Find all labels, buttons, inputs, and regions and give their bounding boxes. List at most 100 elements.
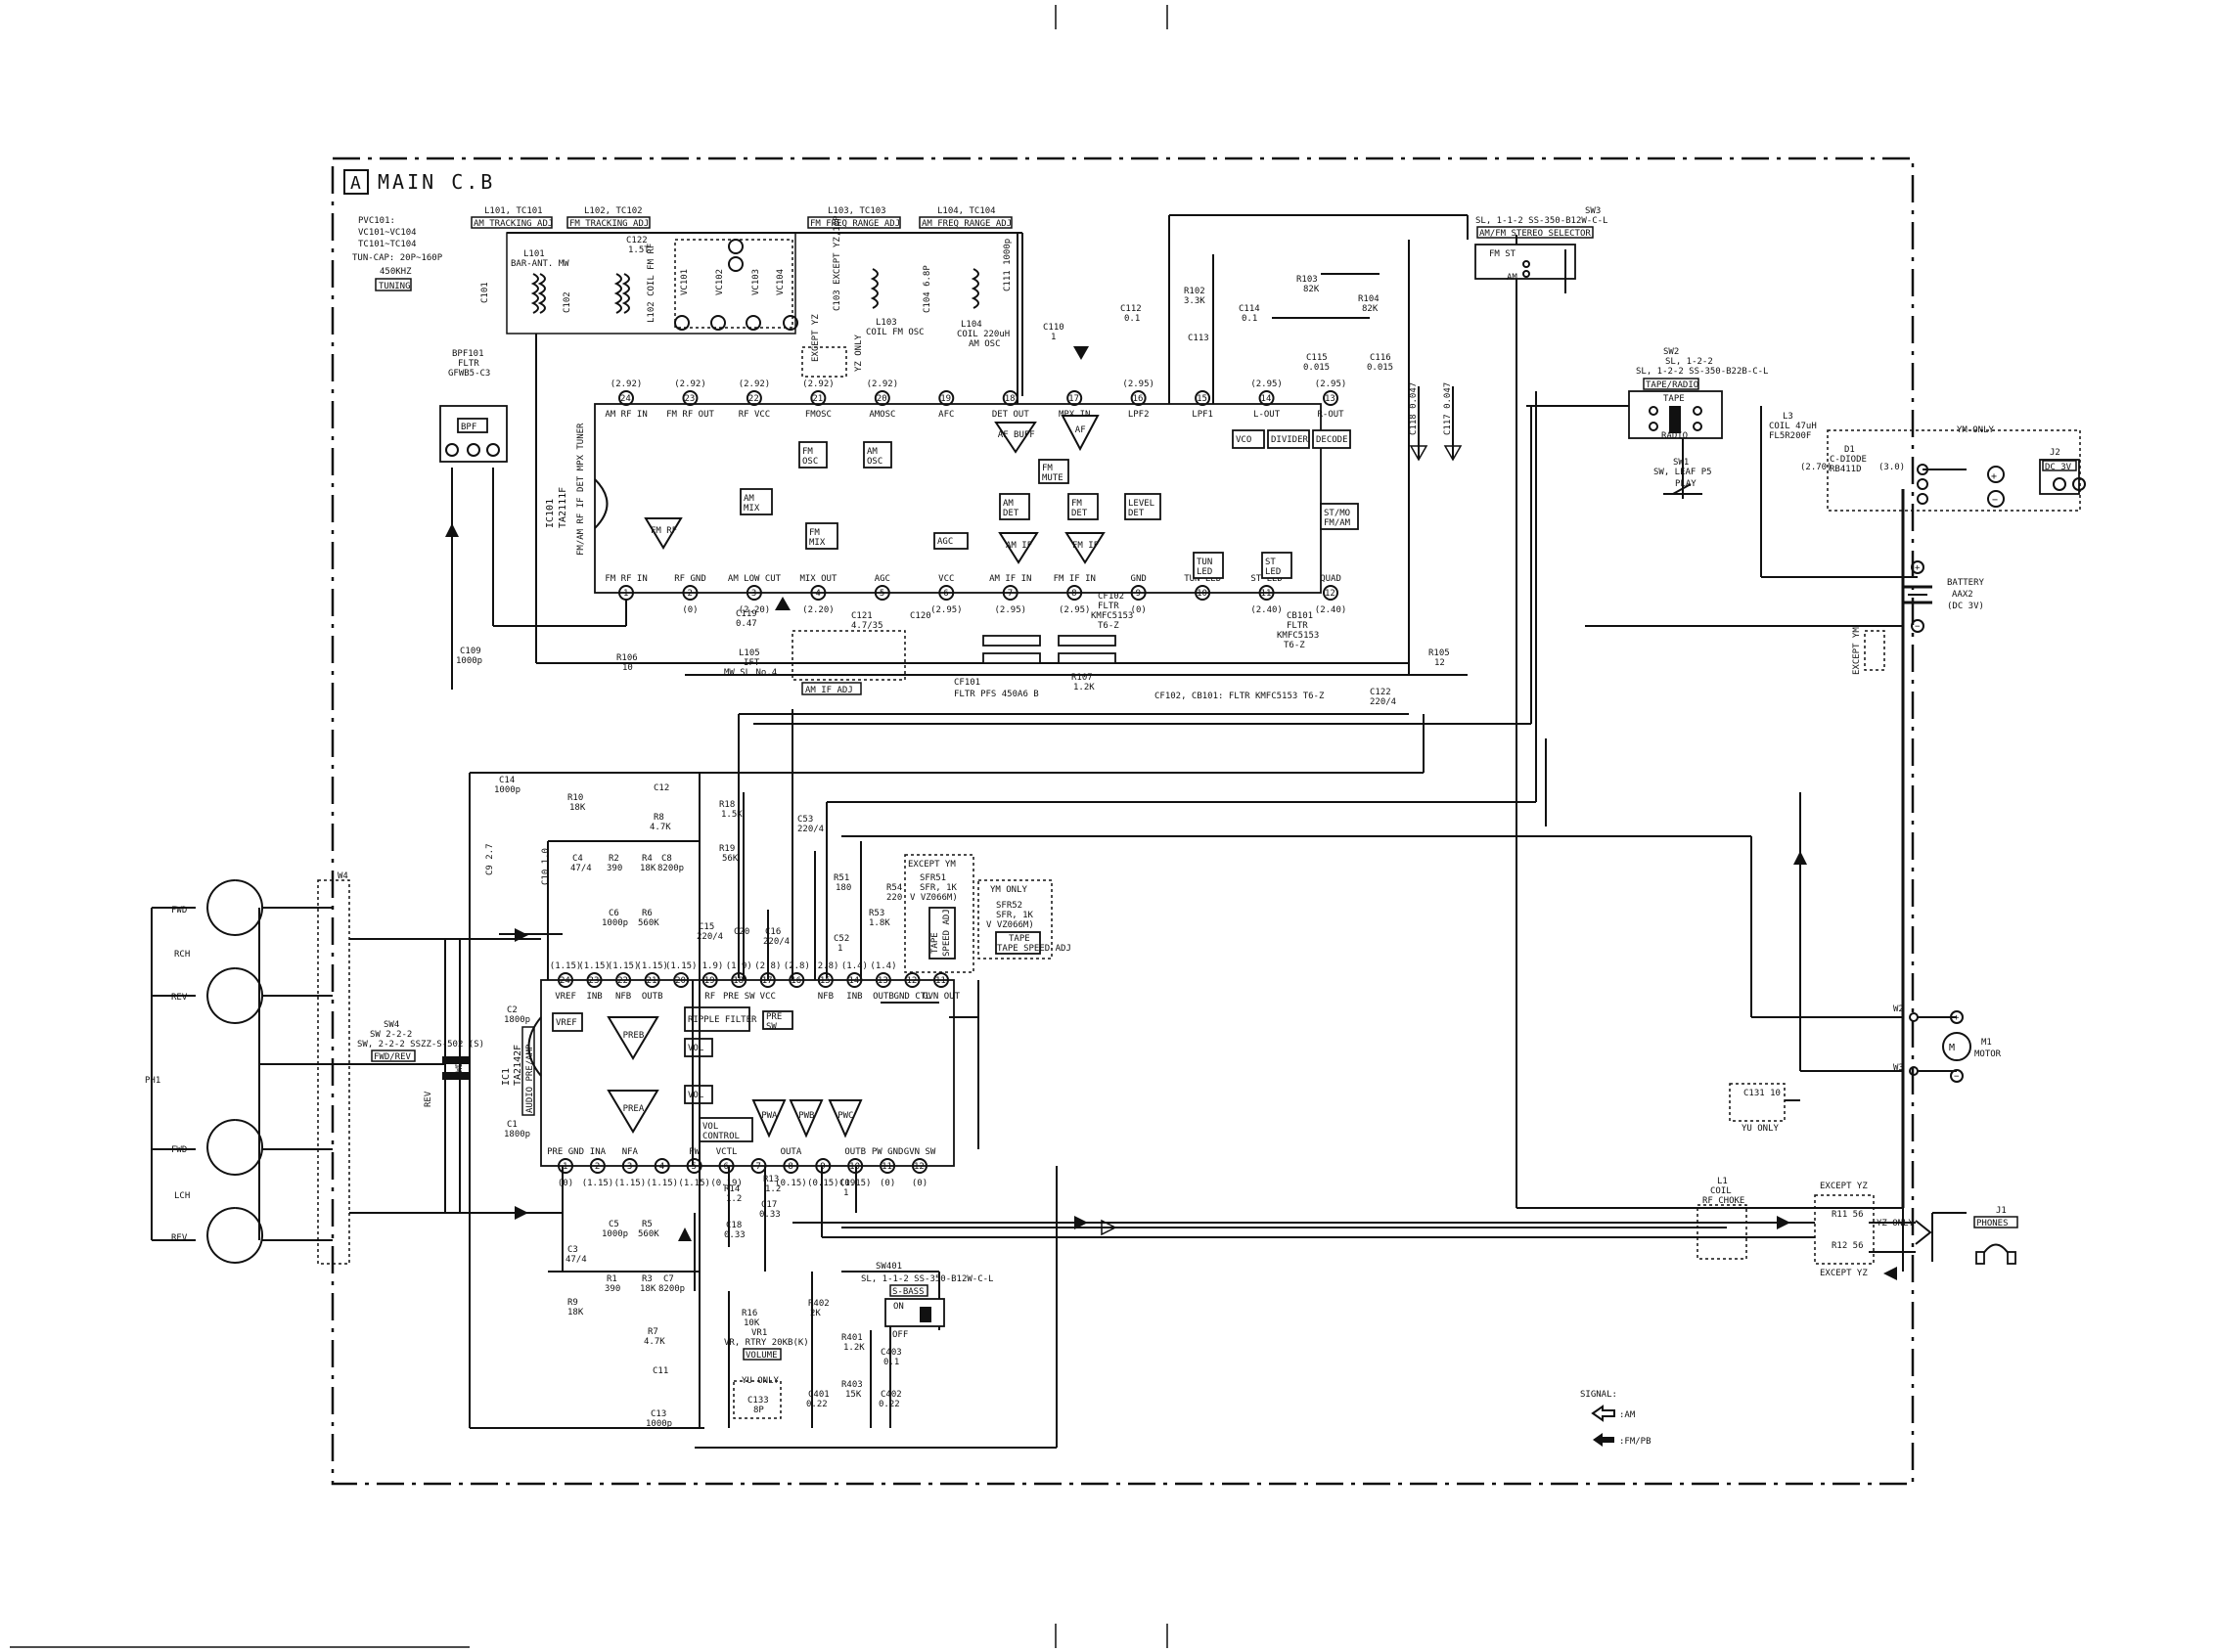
svg-text:YZ ONLY: YZ ONLY <box>854 334 864 372</box>
ic101-pin-voltage: (2.95) <box>1122 380 1154 389</box>
svg-text:MW SL No.4: MW SL No.4 <box>724 668 777 678</box>
ic101-block: AGC <box>933 532 969 550</box>
svg-text:1.5K: 1.5K <box>721 810 743 820</box>
svg-text:C101: C101 <box>480 282 490 303</box>
board-outline <box>331 156 1915 1486</box>
legend-am-arrow <box>1591 1405 1615 1422</box>
ic1-pin-voltage: (0.19) <box>710 1179 743 1188</box>
svg-text:12: 12 <box>1434 658 1445 668</box>
signal-arrows <box>445 346 1897 1280</box>
sw2-label: SW2 <box>1663 347 1679 357</box>
svg-text:1: 1 <box>843 1188 848 1198</box>
svg-text:47/4: 47/4 <box>566 1255 587 1265</box>
ic1-pin-voltage: (1.15) <box>678 1179 710 1188</box>
sw1-label: SW1 <box>1673 458 1689 468</box>
ic1-pin-name: RF <box>704 992 715 1002</box>
svg-text:C131 10: C131 10 <box>1743 1089 1781 1098</box>
svg-text:C3: C3 <box>567 1245 578 1255</box>
ic1: IC1 TA2142F AUDIO PRE/AMP 24VREF(1.15)23… <box>501 961 961 1188</box>
sw2-function: TAPE/RADIO <box>1646 380 1698 390</box>
svg-text:C4: C4 <box>572 854 583 864</box>
svg-text:R103: R103 <box>1296 275 1318 285</box>
ym-only-label: YM ONLY <box>1957 425 1995 435</box>
ic1-pin-name: PW GND <box>872 1147 904 1157</box>
ic1-pin-name: OUTB <box>642 992 663 1002</box>
ic101-pin-name: RF VCC <box>739 410 771 420</box>
svg-text:1.2: 1.2 <box>726 1194 742 1204</box>
sw4-desc-1: SW 2-2-2 <box>370 1030 412 1040</box>
ic1-block: PWB <box>789 1099 824 1139</box>
sw3-desc: SL, 1-1-2 SS-350-B12W-C-L <box>1475 216 1607 226</box>
svg-text:4.7/35: 4.7/35 <box>851 621 883 631</box>
ic101-label: IC101 <box>545 499 556 528</box>
svg-text:1: 1 <box>837 944 842 954</box>
sw2-desc-1: SL, 1-2-2 <box>1665 357 1713 367</box>
svg-text:8200p: 8200p <box>658 1284 685 1294</box>
sfr52-adj: TAPE SPEED ADJ <box>997 944 1071 954</box>
svg-text:BPF: BPF <box>461 423 476 432</box>
ic1-pin-name: PRE GND <box>547 1147 584 1157</box>
svg-text:0.33: 0.33 <box>724 1230 746 1240</box>
svg-text:MUTE: MUTE <box>1042 473 1063 483</box>
ic101-pin-13: 13R-OUT(2.95) <box>1315 380 1347 420</box>
svg-text:C1: C1 <box>507 1120 518 1130</box>
svg-text:DIVIDER: DIVIDER <box>1271 435 1309 445</box>
legend-fmpb: :FM/PB <box>1619 1437 1651 1447</box>
ic1-pin-name: VREF <box>555 992 576 1002</box>
rev-label-l: REV <box>171 1233 188 1243</box>
svg-text:18K: 18K <box>569 803 586 813</box>
ic101-pin-name: TUN LED <box>1184 574 1221 584</box>
svg-text:C14: C14 <box>499 776 515 785</box>
ic101-pin-name: RF GND <box>674 574 706 584</box>
ic1-pin-voltage: (1.4) <box>870 961 896 971</box>
svg-text:R14: R14 <box>724 1184 740 1194</box>
ic1-pin-number: 7 <box>755 1162 760 1172</box>
svg-text:C17: C17 <box>761 1200 777 1210</box>
svg-text:220/4: 220/4 <box>1370 697 1396 707</box>
svg-text:AM: AM <box>867 447 878 457</box>
svg-text:FM RF: FM RF <box>651 526 677 536</box>
j1-label: J1 <box>1996 1206 2007 1216</box>
svg-text:C116: C116 <box>1370 353 1391 363</box>
svg-text:R102: R102 <box>1184 287 1205 296</box>
lch-label: LCH <box>174 1191 190 1201</box>
sheet-tag: A <box>350 173 361 194</box>
svg-text:1.8K: 1.8K <box>869 918 890 928</box>
svg-text:0.1: 0.1 <box>1124 314 1140 324</box>
svg-text:PREA: PREA <box>623 1104 645 1114</box>
ic101-function: FM/AM RF IF DET MPX TUNER <box>576 423 586 556</box>
svg-text:FLTR PFS 450A6 B: FLTR PFS 450A6 B <box>954 690 1039 699</box>
ic1-pin-number: 8 <box>788 1162 792 1172</box>
svg-text:LED: LED <box>1265 567 1281 577</box>
ic1-pin-voltage: (1.15) <box>550 961 582 971</box>
ic101-pin-number: 24 <box>620 394 631 404</box>
sw1-leaf: SW1 SW, LEAF P5 PLAY <box>1653 458 1712 495</box>
svg-text:AM: AM <box>1003 499 1014 509</box>
sw401-desc: SL, 1-1-2 SS-350-B12W-C-L <box>861 1274 993 1284</box>
svg-text:C19: C19 <box>839 1179 855 1188</box>
ic101-block: VCO <box>1232 429 1265 449</box>
ic101-pin-number: 23 <box>684 394 695 404</box>
svg-text:0.33: 0.33 <box>759 1210 781 1220</box>
ic1-pin-voltage: (1.9) <box>697 961 723 971</box>
sfr52-name: SFR52 <box>996 901 1022 911</box>
svg-text:M: M <box>1949 1043 1955 1053</box>
svg-text:8200p: 8200p <box>657 864 684 873</box>
ic1-pin-name: INB <box>586 992 602 1002</box>
svg-text:220/4: 220/4 <box>697 932 723 942</box>
ic101: IC101 TA2111F FM/AM RF IF DET MPX TUNER … <box>545 380 1359 615</box>
ic101-pin-number: 11 <box>1261 589 1272 599</box>
ic1-block: PREB <box>607 1016 659 1060</box>
svg-text:R107: R107 <box>1071 673 1093 683</box>
svg-text:TAPE: TAPE <box>1009 934 1030 944</box>
svg-text:(2.70): (2.70) <box>1800 463 1832 472</box>
svg-text:AGC: AGC <box>937 537 953 547</box>
ic1-pin-name: NFB <box>818 992 834 1002</box>
sw2-pos-radio: RADIO <box>1661 431 1688 441</box>
